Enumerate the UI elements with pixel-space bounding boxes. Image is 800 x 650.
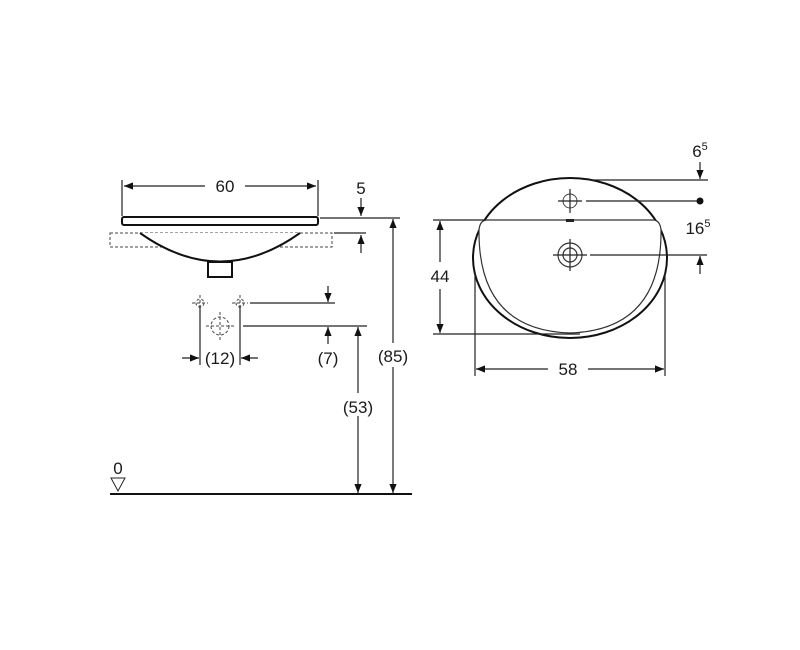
- drain-hole: [553, 239, 587, 271]
- depth-label: 44: [431, 267, 450, 286]
- dimension-dot: [696, 197, 704, 205]
- floor-level-icon: [110, 477, 126, 493]
- height-dimensions: (53) (85): [343, 219, 408, 493]
- top-view: 65 165 44 58: [431, 141, 711, 379]
- basin-rim: [121, 216, 319, 226]
- overflow: [566, 219, 574, 222]
- width-label: 60: [216, 177, 235, 196]
- tap-spacing-label: (12): [205, 349, 235, 368]
- side-view: 60 5 (12) (7): [109, 177, 412, 495]
- rim-label: 5: [356, 179, 365, 198]
- tap-hole-offset-label: 65: [692, 141, 708, 161]
- top-width-label: 58: [559, 360, 578, 379]
- rim-dimension: 5: [320, 179, 400, 253]
- total-height-label: (85): [378, 347, 408, 366]
- drain-offset-label: 165: [685, 218, 710, 238]
- width-dimension: 60: [121, 177, 319, 216]
- waste-outlet: [207, 261, 233, 278]
- waste-height-label: (53): [343, 398, 373, 417]
- tap-hole: [558, 189, 582, 213]
- basin-inner-bowl: [478, 219, 662, 334]
- floor-label: 0: [113, 459, 122, 478]
- tap-offset-label: (7): [318, 349, 339, 368]
- basin-bowl: [139, 232, 301, 263]
- tap-positions: (12) (7): [182, 286, 367, 368]
